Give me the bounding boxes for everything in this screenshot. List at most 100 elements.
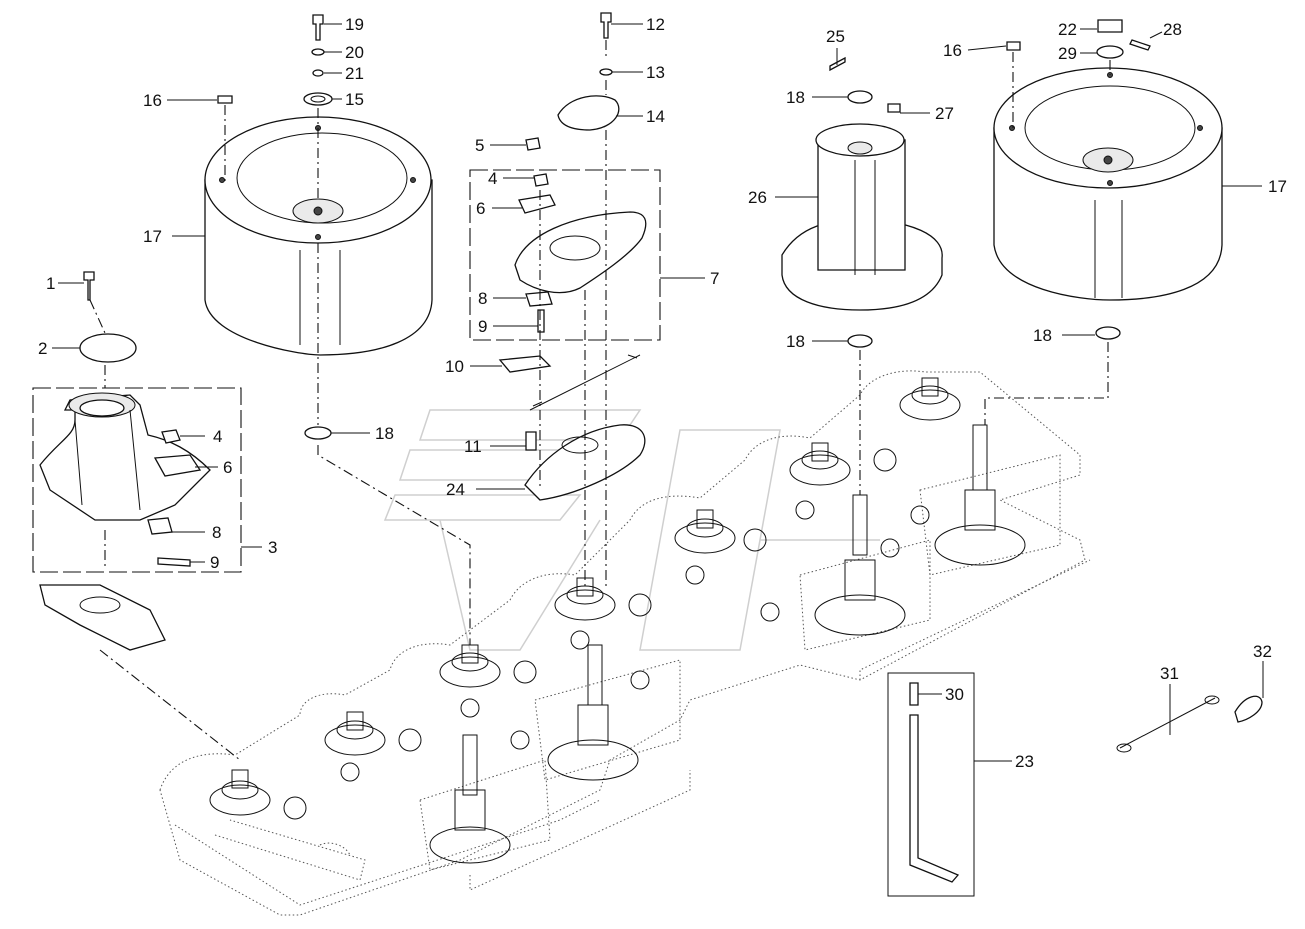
label-19: 19 [345, 15, 364, 34]
seal-18d [1095, 326, 1121, 340]
label-10: 10 [445, 357, 464, 376]
label-18d: 18 [1033, 326, 1052, 345]
label-7: 7 [710, 269, 719, 288]
label-23: 23 [1015, 752, 1034, 771]
hub-7 [899, 377, 961, 421]
plug-27 [887, 103, 901, 113]
outer-cone-assembly-group [32, 271, 242, 761]
tool-group [887, 672, 1263, 897]
shaft-1 [429, 734, 511, 864]
label-17b: 17 [1268, 177, 1287, 196]
label-14: 14 [646, 107, 665, 126]
left-drum-hardware [217, 14, 471, 645]
drive-shafts [429, 424, 1026, 864]
label-9a: 9 [478, 317, 487, 336]
hub-6 [789, 442, 851, 486]
nut-4a [533, 173, 549, 187]
label-26: 26 [748, 188, 767, 207]
label-18b: 18 [786, 88, 805, 107]
label-9b: 9 [210, 553, 219, 572]
label-24: 24 [446, 480, 465, 499]
label-17a: 17 [143, 227, 162, 246]
label-6a: 6 [476, 199, 485, 218]
label-4a: 4 [488, 169, 497, 188]
seal-18b [847, 90, 873, 104]
label-8a: 8 [478, 289, 487, 308]
bolt-11 [525, 431, 537, 451]
hub-1 [209, 769, 271, 816]
label-28: 28 [1163, 20, 1182, 39]
label-30: 30 [945, 685, 964, 704]
shaft-3 [814, 494, 906, 636]
drum-right [984, 19, 1223, 425]
shaft-4 [934, 424, 1026, 566]
label-12: 12 [646, 15, 665, 34]
cover-2 [79, 333, 137, 363]
screw-28 [1129, 39, 1151, 51]
nut-4b [161, 429, 181, 444]
wrench-23 [909, 714, 960, 883]
shaft-2 [547, 644, 639, 781]
label-32: 32 [1253, 642, 1272, 661]
label-11: 11 [464, 437, 482, 456]
label-22: 22 [1058, 20, 1077, 39]
hub-2 [324, 711, 386, 756]
nut-22 [1097, 19, 1123, 33]
hub-4 [554, 577, 616, 621]
cap-14 [557, 95, 620, 131]
label-13: 13 [646, 63, 665, 82]
label-1: 1 [46, 274, 55, 293]
hub-3 [439, 644, 501, 688]
screw-1 [83, 271, 95, 301]
label-27: 27 [935, 104, 954, 123]
label-6b: 6 [223, 458, 232, 477]
drive-unit [781, 56, 943, 495]
plug-16b [1006, 41, 1021, 51]
label-8b: 8 [212, 523, 221, 542]
disc-7 [514, 211, 647, 294]
label-16b: 16 [943, 41, 962, 60]
callouts: 1 2 3 4 6 8 9 16 17 19 20 21 15 18 5 4 6… [38, 15, 1287, 771]
bracket-6b [153, 454, 202, 477]
washer-13 [599, 68, 613, 76]
washer-29 [1096, 45, 1124, 59]
disc-hubs [209, 377, 961, 820]
label-31: 31 [1160, 664, 1179, 683]
outer-cone [39, 394, 211, 521]
washer-20 [311, 48, 325, 56]
label-2: 2 [38, 339, 47, 358]
bushing-15 [303, 92, 333, 106]
label-29: 29 [1058, 44, 1077, 63]
seal-18c [847, 334, 873, 348]
label-18a: 18 [375, 424, 394, 443]
label-16a: 16 [143, 91, 162, 110]
label-4b: 4 [213, 427, 222, 446]
bolt-9a [537, 309, 545, 333]
hub-5 [674, 509, 736, 554]
plate-8a [525, 291, 553, 307]
bolt-9b [157, 557, 191, 567]
label-18c: 18 [786, 332, 805, 351]
skid-plate [39, 584, 166, 651]
plate-8b [147, 517, 173, 535]
bolt-12 [600, 12, 612, 39]
washer-21 [312, 69, 324, 77]
disc-24 [524, 424, 646, 501]
seal-18a [304, 426, 332, 440]
plug-16a [217, 95, 233, 104]
lanyard-31 [1119, 697, 1216, 749]
center-cap-hardware [557, 12, 620, 590]
small-gears [283, 448, 930, 820]
watermark [383, 409, 880, 651]
nut-5 [525, 137, 541, 151]
cutter-bar-frame [159, 370, 1091, 916]
label-21: 21 [345, 64, 364, 83]
label-5: 5 [475, 136, 484, 155]
label-25: 25 [826, 27, 845, 46]
label-15: 15 [345, 90, 364, 109]
bracket-6a [518, 194, 556, 214]
key-30 [909, 682, 919, 706]
bolt-19 [312, 14, 324, 41]
label-20: 20 [345, 43, 364, 62]
